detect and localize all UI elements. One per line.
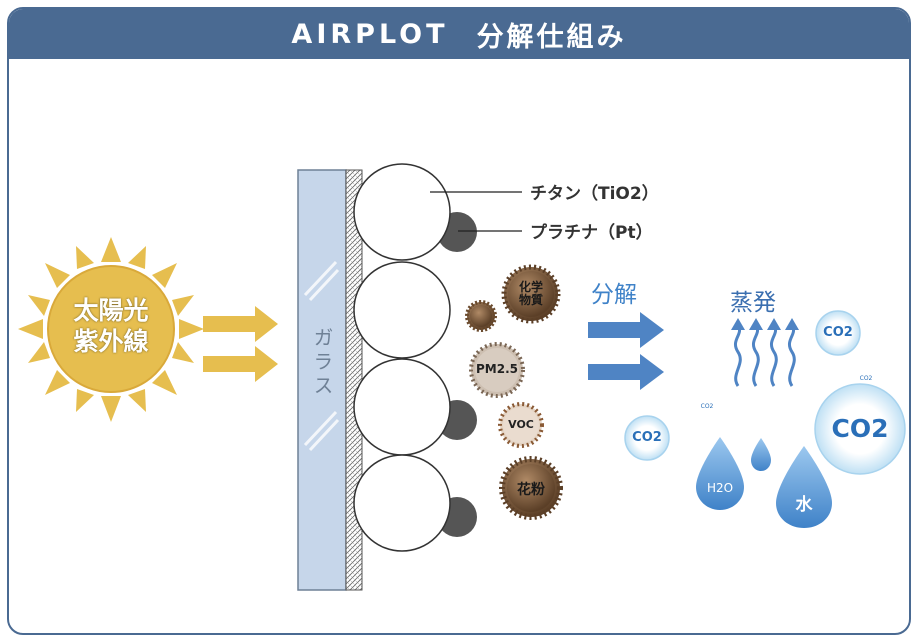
h2o-label: H2O [706,481,734,495]
decompose-arrows [588,312,664,390]
sun-disc [47,265,175,393]
co2-bubble-right [815,310,861,356]
sun-label-line1: 太陽光 [73,296,149,325]
glass-panel [297,169,347,591]
titanium-spheres [353,163,451,552]
steam-arrow-heads [731,318,799,330]
chemical-label-line2: 物質 [518,293,543,307]
co2-bubble-large [814,383,906,475]
pollen-label: 花粉 [517,482,545,498]
sun-rays [18,237,204,422]
water-drop [776,446,832,528]
chemical-label-line1: 化学 [518,280,543,294]
co2-label-tiny: CO2 [859,375,873,382]
co2-label-large: CO2 [831,414,889,443]
evaporate-label: 蒸発 [730,290,776,316]
platinum-callout: プラチナ（Pt） [530,223,653,243]
voc-label: VOC [508,418,534,431]
pollen-particle [499,456,563,520]
glass-label: ガラス [310,327,334,399]
h2o-drop [696,437,744,510]
pm25-label: PM2.5 [476,362,518,376]
titanium-callout: チタン（TiO2） [530,184,659,204]
small-drop [751,438,771,471]
sunlight-arrows [203,306,278,382]
sun-label-line2: 紫外線 [73,327,149,356]
decompose-label: 分解 [591,282,637,308]
co2-label-left: CO2 [632,430,662,445]
co2-label-right: CO2 [823,325,853,340]
pm25-particle [469,342,525,398]
sun-label: 太陽光 紫外線 [56,295,166,357]
water-label: 水 [795,495,813,515]
glass-shine [303,260,340,452]
title-japanese: 分解仕組み [476,21,627,53]
chemical-label: 化学 物質 [511,281,551,307]
header-bar: AIRPLOT 分解仕組み [9,9,909,59]
title-english: AIRPLOT [291,18,449,50]
co2-bubble-left [624,415,670,461]
co2-label-tiny-left: CO2 [700,403,714,410]
steam-arrows [733,325,796,387]
small-particle [465,300,497,332]
voc-particle [498,402,544,448]
chemical-particle [501,264,561,324]
